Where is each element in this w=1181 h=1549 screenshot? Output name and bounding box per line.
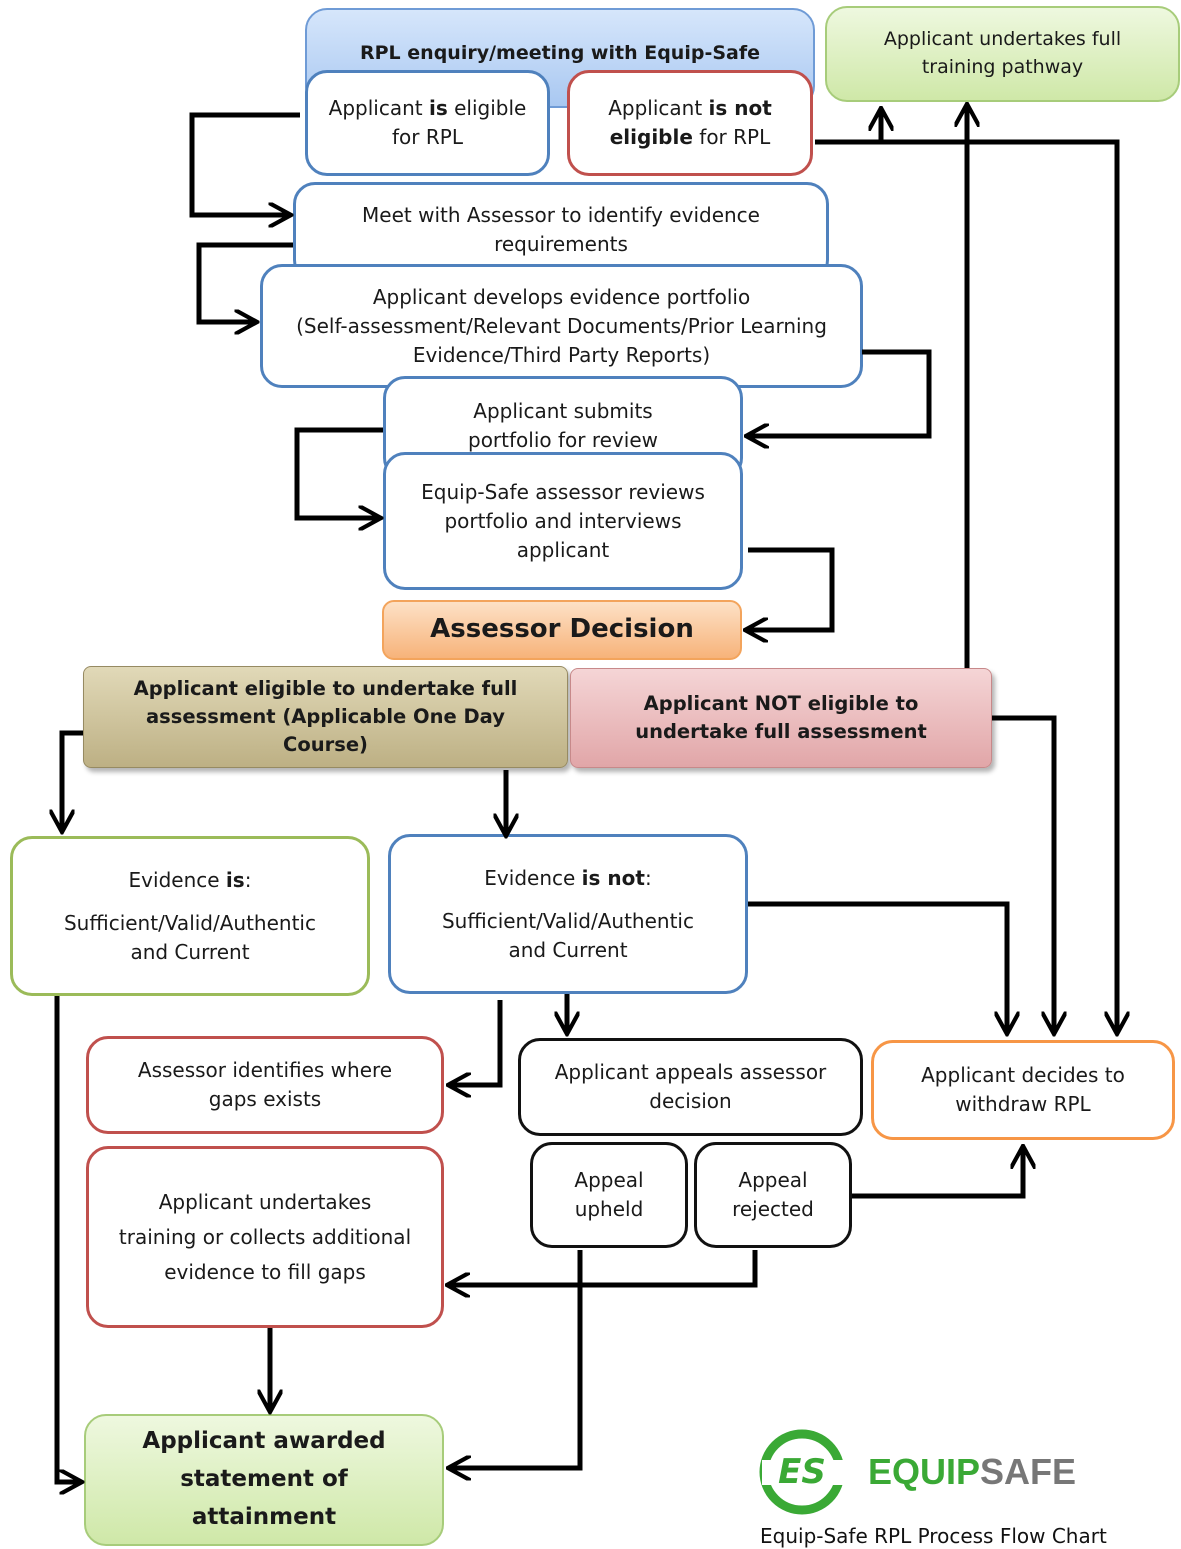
arrow-eligible-to-meet (189, 112, 300, 215)
review-label: Equip-Safe assessor reviews portfolio an… (421, 479, 705, 562)
appeal-upheld-label: Appeal upheld (574, 1168, 644, 1221)
appeal-rejected-label: Appeal rejected (732, 1168, 814, 1221)
arrow-rejected-to-training (451, 1250, 758, 1285)
evidence-not-heading: Evidence is not: (484, 865, 652, 890)
awarded-label: Applicant awarded statement of attainmen… (142, 1428, 386, 1530)
equip-safe-logo: ES EQUIP SAFE (758, 1428, 1088, 1518)
portfolio-line2: (Self-assessment/Relevant Documents/Prio… (296, 313, 827, 367)
arrow-review-to-decision (748, 547, 835, 630)
footer-caption: Equip-Safe RPL Process Flow Chart (760, 1524, 1107, 1548)
meet-assessor-label: Meet with Assessor to identify evidence … (362, 203, 760, 256)
training-gaps-box: Applicant undertakes training or collect… (86, 1146, 444, 1328)
gaps-label: Assessor identifies where gaps exists (137, 1058, 393, 1111)
full-training-box: Applicant undertakes full training pathw… (825, 6, 1180, 102)
enquiry-label: RPL enquiry/meeting with Equip-Safe (360, 42, 760, 64)
portfolio-line1: Applicant develops evidence portfolio (372, 284, 751, 309)
logo-mark-text: ES (778, 1452, 826, 1492)
not-eligible-box: Applicant is not eligible for RPL (567, 70, 813, 176)
evidence-is-criteria: Sufficient/Valid/Authentic and Current (63, 910, 316, 964)
awarded-box: Applicant awarded statement of attainmen… (84, 1414, 444, 1546)
arrow-submit-to-review (294, 427, 383, 518)
review-box: Equip-Safe assessor reviews portfolio an… (383, 452, 743, 590)
not-eligible-full-label: Applicant NOT eligible to undertake full… (635, 691, 927, 743)
eligible-label: Applicant is eligible for RPL (328, 96, 527, 149)
arrow-full-to-evidence-is (62, 730, 83, 828)
appeal-upheld-box: Appeal upheld (530, 1142, 688, 1248)
not-eligible-label: Applicant is not eligible for RPL (608, 96, 772, 149)
decision-box: Assessor Decision (382, 600, 742, 660)
submit-label: Applicant submits portfolio for review (468, 399, 658, 452)
arrow-not-full-to-withdraw (992, 715, 1054, 1030)
training-gaps-label: Applicant undertakes training or collect… (118, 1189, 412, 1284)
withdraw-box: Applicant decides to withdraw RPL (871, 1040, 1175, 1140)
arrow-not-eligible-to-training (815, 112, 881, 145)
evidence-is-box: Evidence is: Sufficient/Valid/Authentic … (10, 836, 370, 996)
arrow-rejected-to-withdraw (852, 1150, 1023, 1199)
full-training-label: Applicant undertakes full training pathw… (883, 28, 1122, 78)
eligible-full-label: Applicant eligible to undertake full ass… (133, 676, 518, 757)
evidence-is-heading: Evidence is: (128, 867, 252, 892)
eligible-full-box: Applicant eligible to undertake full ass… (83, 666, 568, 768)
decision-label: Assessor Decision (430, 614, 694, 645)
arrow-evidence-not-to-withdraw (748, 901, 1007, 1030)
arrow-evidence-not-to-gaps (452, 1000, 503, 1085)
gaps-box: Assessor identifies where gaps exists (86, 1036, 444, 1134)
arrow-not-eligible-to-withdraw (881, 139, 1117, 1030)
appeal-rejected-box: Appeal rejected (694, 1142, 852, 1248)
logo-mark: ES EQUIP SAFE (759, 1429, 1076, 1515)
not-eligible-full-box: Applicant NOT eligible to undertake full… (570, 668, 992, 768)
eligible-box: Applicant is eligible for RPL (305, 70, 550, 176)
evidence-not-box: Evidence is not: Sufficient/Valid/Authen… (388, 834, 748, 994)
evidence-not-criteria: Sufficient/Valid/Authentic and Current (441, 908, 694, 962)
appeals-box: Applicant appeals assessor decision (518, 1038, 863, 1136)
logo-text-safe: SAFE (980, 1451, 1076, 1492)
withdraw-label: Applicant decides to withdraw RPL (921, 1063, 1125, 1116)
arrow-evidence-is-to-awarded (54, 996, 78, 1482)
logo-text-equip: EQUIP (868, 1451, 980, 1492)
appeals-label: Applicant appeals assessor decision (554, 1060, 827, 1113)
portfolio-box: Applicant develops evidence portfolio (S… (260, 264, 863, 388)
arrow-upheld-to-awarded (452, 1250, 583, 1468)
